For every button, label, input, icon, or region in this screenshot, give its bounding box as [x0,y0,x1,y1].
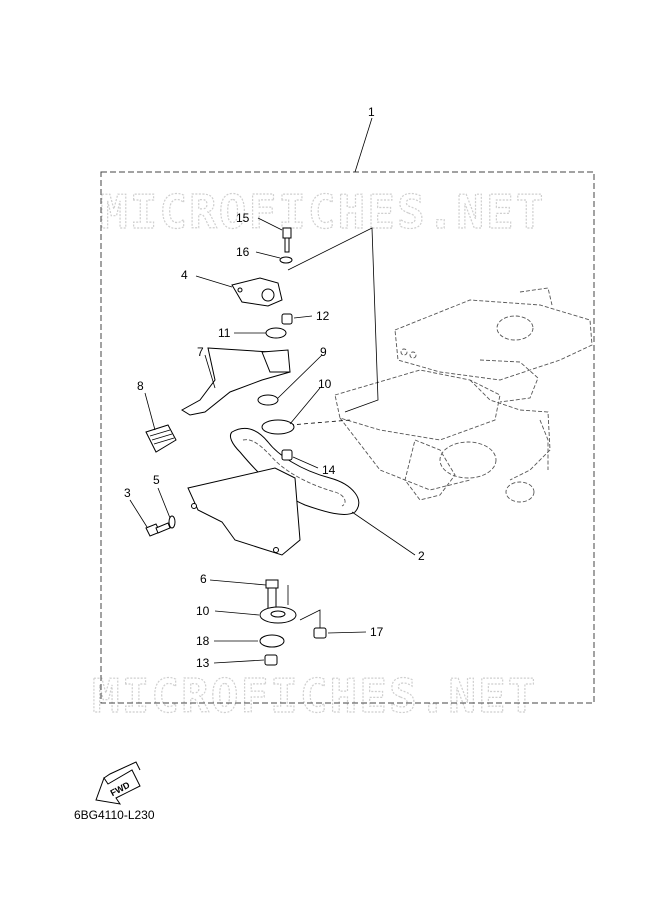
part-plate-washer-10-upper [261,419,295,435]
part-mount-bracket [187,467,301,556]
part-washer-11 [265,327,287,339]
part-bolt-15 [282,227,292,239]
callout-6: 6 [200,572,207,586]
clamp-boss [261,288,275,302]
bracket-hole-bottom [273,547,279,553]
callout-9: 9 [320,345,327,359]
part-grip [145,424,177,453]
part-washer-18 [259,634,285,648]
part-nut-12 [281,313,293,325]
part-nut-13 [264,654,278,666]
diagram-code: 6BG4110-L230 [74,808,155,822]
callout-11: 11 [218,326,231,340]
part-guide-plate [229,427,360,515]
fwd-arrow-icon: FWD [95,761,141,805]
lever-slot [261,349,291,373]
callout-8: 8 [137,379,144,393]
callout-12: 12 [316,309,330,323]
callout-15: 15 [236,211,250,225]
washer-10-lower-hole [270,610,286,618]
callout-13: 13 [196,656,210,670]
guide-plate-slot [242,439,346,507]
part-washer-16 [279,256,293,264]
callout-5: 5 [153,473,160,487]
callout-4: 4 [181,268,188,282]
part-washer-9 [257,394,279,406]
callout-16: 16 [236,245,250,259]
callout-3: 3 [124,486,131,500]
assembly-boundary [100,171,595,704]
leader-lines [129,117,416,664]
part-nut-14 [281,449,293,461]
part-washer-5 [168,515,176,529]
part-nut-17 [313,627,327,639]
grip-ridges [149,429,175,445]
bracket-hole-left [191,503,197,509]
clamp-hole [237,287,243,293]
outboard-bracket-outline [334,287,593,503]
callout-10-lower: 10 [196,604,210,618]
bolt-15-shank [284,237,290,253]
part-bolt-6 [265,579,279,589]
watermark-top: MICROFICHES.NET [100,185,545,239]
callout-18: 18 [196,634,210,648]
watermark-bottom: MICROFICHES.NET [92,669,537,723]
callout-14: 14 [322,463,336,477]
callout-1: 1 [368,105,375,119]
callout-17: 17 [370,625,384,639]
callout-7: 7 [197,345,204,359]
callout-10-upper: 10 [318,377,332,391]
bolt-3-shank [155,522,171,534]
callout-2: 2 [418,549,425,563]
